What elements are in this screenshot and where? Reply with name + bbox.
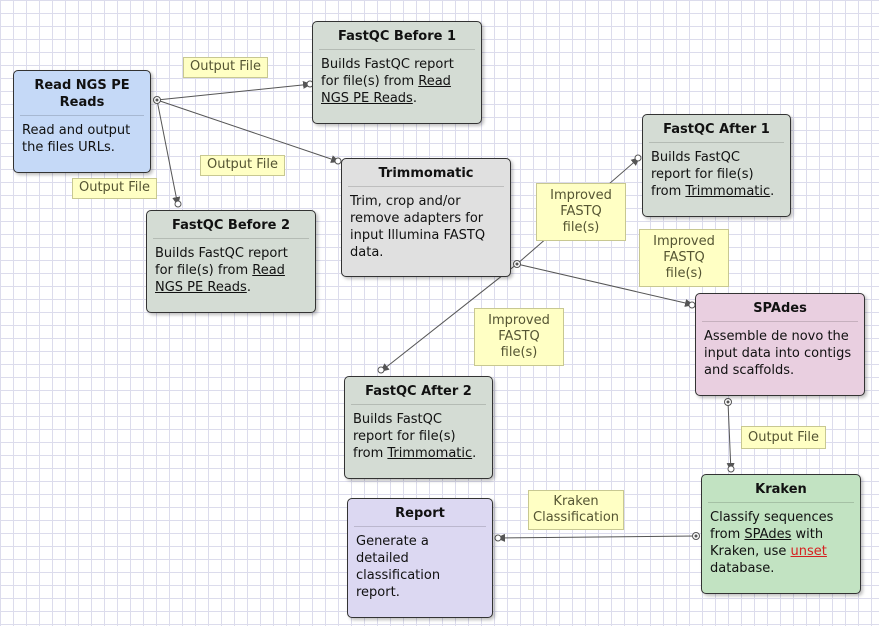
edge-label-improved-fastq: Improved FASTQ file(s) [536, 183, 626, 241]
node-description: Builds FastQC report for file(s) from Tr… [651, 150, 775, 199]
edge-kraken-to-report [495, 533, 697, 542]
node-report[interactable]: Report Generate a detailed classificatio… [347, 498, 493, 618]
link-trimmomatic[interactable]: Trimmomatic [685, 184, 771, 199]
node-description: Builds FastQC report for file(s) from Re… [321, 57, 454, 106]
node-title: FastQC After 2 [365, 384, 472, 399]
node-description: Trim, crop and/or remove adapters for in… [350, 194, 486, 260]
node-title: Report [395, 506, 445, 521]
node-description: Assemble de novo the input data into con… [704, 329, 852, 378]
node-trimmomatic[interactable]: Trimmomatic Trim, crop and/or remove ada… [341, 158, 511, 277]
node-description: Builds FastQC report for file(s) from Tr… [353, 412, 477, 461]
node-fastqc-after-2[interactable]: FastQC After 2 Builds FastQC report for … [344, 376, 493, 479]
edge-label-improved-fastq: Improved FASTQ file(s) [639, 229, 729, 287]
port-kraken-in [727, 465, 735, 473]
edge-read-to-fastqc-before-2 [156, 99, 181, 207]
separator [348, 186, 504, 187]
separator [702, 321, 858, 322]
link-unset-database[interactable]: unset [790, 544, 827, 559]
edge-label-output-file: Output File [200, 155, 285, 176]
separator [351, 404, 486, 405]
node-description: Classify sequences from SPAdes with Krak… [710, 510, 834, 576]
node-fastqc-after-1[interactable]: FastQC After 1 Builds FastQC report for … [642, 114, 791, 217]
node-title: Read NGS PE Reads [34, 78, 130, 110]
edge-label-output-file: Output File [72, 178, 157, 199]
node-read-ngs-pe-reads[interactable]: Read NGS PE Reads Read and output the fi… [13, 70, 151, 173]
node-title: Trimmomatic [378, 166, 474, 181]
edge-spades-to-kraken [726, 401, 735, 473]
port-fastqc-after-1-in [634, 154, 642, 162]
node-title: FastQC Before 2 [171, 218, 291, 233]
node-title: FastQC After 1 [663, 122, 770, 137]
edge-label-improved-fastq: Improved FASTQ file(s) [474, 308, 564, 366]
edge-trimmomatic-to-fastqc-after-2 [379, 263, 518, 373]
separator [649, 142, 784, 143]
separator [153, 238, 309, 239]
node-title: Kraken [755, 482, 807, 497]
node-title: FastQC Before 1 [337, 29, 457, 44]
port-report-in [494, 534, 502, 542]
node-description: Generate a detailed classification repor… [356, 534, 441, 600]
edge-label-output-file: Output File [183, 57, 268, 78]
link-trimmomatic[interactable]: Trimmomatic [387, 446, 473, 461]
node-description: Read and output the files URLs. [22, 123, 131, 155]
edge-trimmomatic-to-spades [516, 263, 695, 307]
node-description: Builds FastQC report for file(s) from Re… [155, 246, 288, 295]
separator [708, 502, 854, 503]
separator [354, 526, 486, 527]
separator [20, 115, 144, 116]
link-spades[interactable]: SPAdes [744, 527, 792, 542]
port-fastqc-after-2-in [377, 366, 385, 374]
edge-read-to-trimmomatic [156, 99, 341, 163]
node-title: SPAdes [753, 301, 807, 316]
node-fastqc-before-1[interactable]: FastQC Before 1 Builds FastQC report for… [312, 21, 482, 124]
edge-label-kraken-classification: Kraken Classification [528, 490, 624, 530]
edge-read-to-fastqc-before-1 [156, 80, 313, 101]
link-read-ngs-pe-reads[interactable]: Read NGS PE Reads [321, 74, 451, 106]
node-spades[interactable]: SPAdes Assemble de novo the input data i… [695, 293, 865, 396]
edge-label-output-file: Output File [741, 426, 826, 449]
separator [319, 49, 475, 50]
link-read-ngs-pe-reads[interactable]: Read NGS PE Reads [155, 263, 285, 295]
node-kraken[interactable]: Kraken Classify sequences from SPAdes wi… [701, 474, 861, 594]
node-fastqc-before-2[interactable]: FastQC Before 2 Builds FastQC report for… [146, 210, 316, 313]
port-fastqc-before-2-in [174, 200, 182, 208]
